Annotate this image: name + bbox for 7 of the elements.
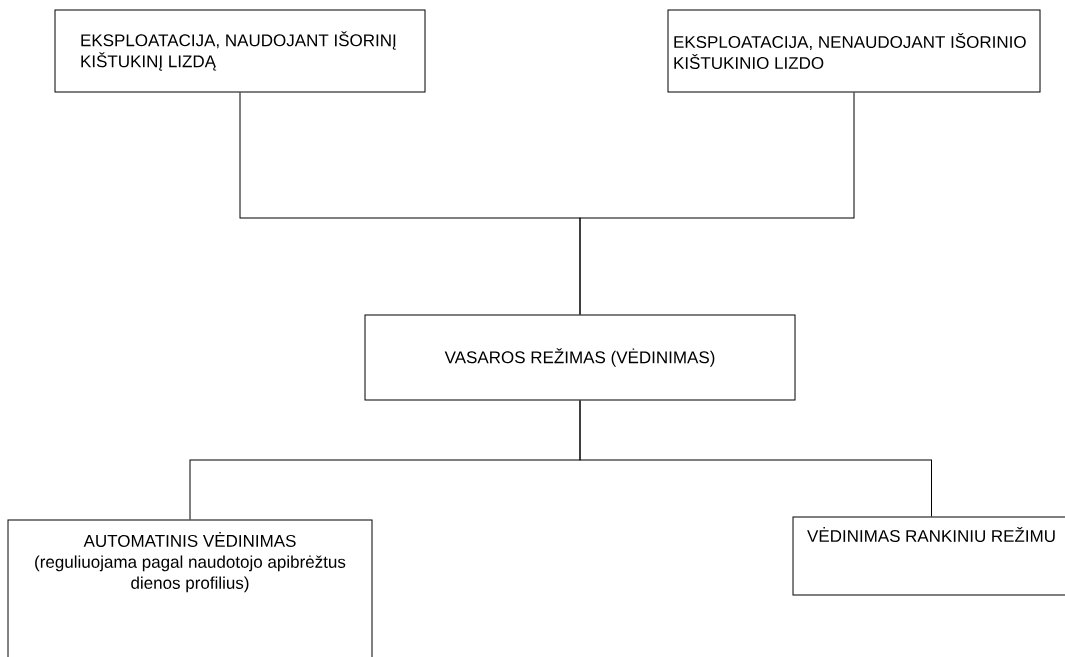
text-box: EKSPLOATACIJA, NENAUDOJANT IŠORINIO KIŠTUKINIO LIZDO — [667, 9, 1041, 93]
text-box: EKSPLOATACIJA, NAUDOJANT IŠORINĮ KIŠTUKINĮ LIZDĄ — [54, 9, 426, 93]
text-box: VASAROS REŽIMAS (VĖDINIMAS) — [364, 314, 796, 401]
text-box: VĖDINIMAS RANKINIU REŽIMU — [792, 516, 1065, 596]
text-box: AUTOMATINIS VĖDINIMAS (reguliuojama pagal naudotojo apibrėžtus dienos profilius) — [7, 519, 373, 657]
connector-line — [579, 400, 932, 517]
connector-line — [579, 92, 855, 315]
